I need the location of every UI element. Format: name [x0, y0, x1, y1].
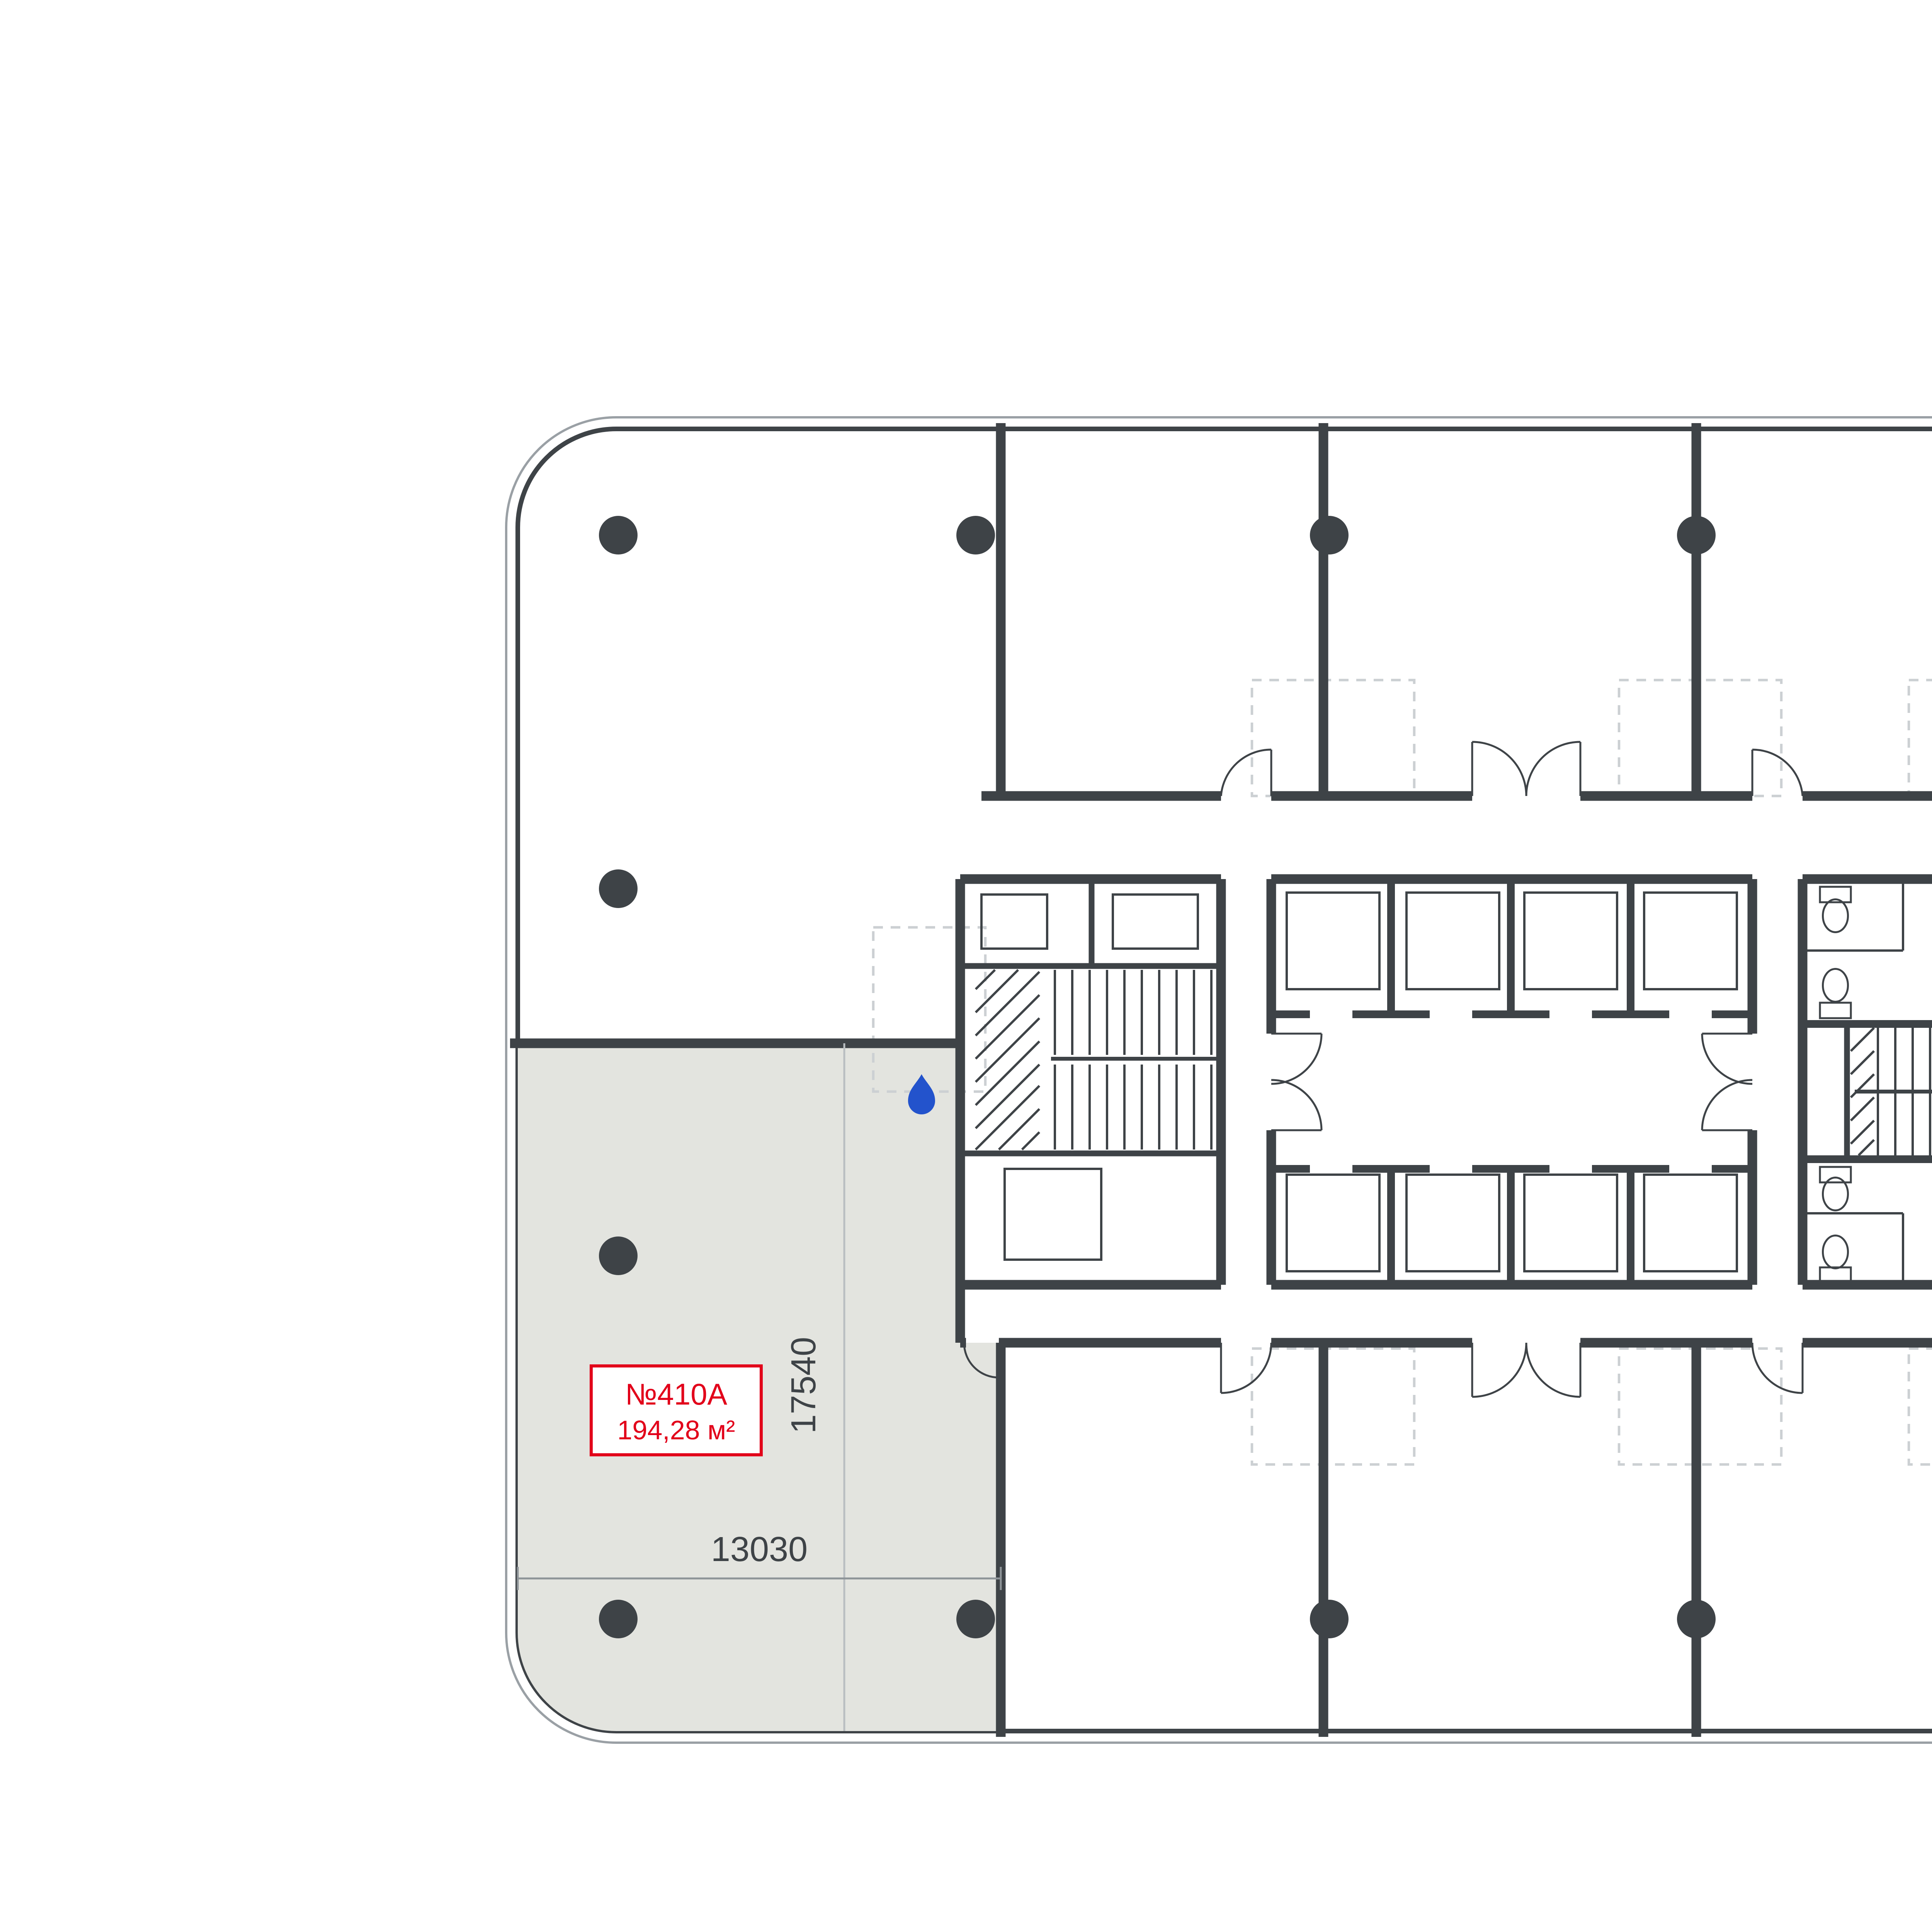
elevator-cab: [1286, 1173, 1381, 1272]
unit-area: 194,28 м²: [617, 1415, 735, 1445]
stall-walls: [1803, 879, 1904, 1285]
column: [1310, 1600, 1349, 1638]
bottom-office-partitions: [996, 1343, 1701, 1737]
column: [599, 869, 638, 908]
stair-treads: [1054, 970, 1213, 1150]
elevator-cab: [1523, 891, 1618, 990]
column: [599, 1600, 638, 1638]
core-left-stairwell: [960, 879, 1221, 1261]
elevator-cab: [1286, 891, 1381, 990]
dimensions: 13030 17540: [517, 1043, 1002, 1731]
column: [599, 516, 638, 554]
elevator-hall-walls: [1266, 879, 1757, 1285]
unit-label[interactable]: №410A 194,28 м²: [590, 1364, 763, 1456]
dimension-line-horizontal: [517, 1567, 1002, 1590]
unit-label-box[interactable]: [590, 1364, 763, 1456]
column: [956, 516, 995, 554]
column: [956, 1600, 995, 1638]
shaft: [1112, 893, 1199, 950]
dimension-vertical-label: 17540: [784, 1337, 823, 1434]
machine-room: [1003, 1168, 1102, 1261]
elevator-bank: [1271, 879, 1752, 1285]
stair-treads: [1877, 1028, 1931, 1155]
shaft-hatch: [1850, 1027, 1875, 1156]
unit-number: №410A: [625, 1378, 727, 1411]
column: [599, 1236, 638, 1275]
shaft: [980, 893, 1048, 950]
elevator-cab: [1643, 1173, 1738, 1272]
shaft-hatch: [975, 969, 1041, 1151]
elevator-cab: [1643, 891, 1738, 990]
elevator-cab: [1405, 891, 1500, 990]
dimension-horizontal-label: 13030: [711, 1530, 808, 1569]
core-right-restrooms: [1803, 879, 1932, 1285]
elevator-cab: [1405, 1173, 1500, 1272]
column: [1310, 516, 1349, 554]
elevator-cab: [1523, 1173, 1618, 1272]
toilet-fixture: [1819, 886, 1852, 1284]
top-office-partitions: [996, 423, 1701, 796]
water-drop-icon: [908, 1074, 935, 1114]
door-arcs: [963, 741, 1804, 1398]
